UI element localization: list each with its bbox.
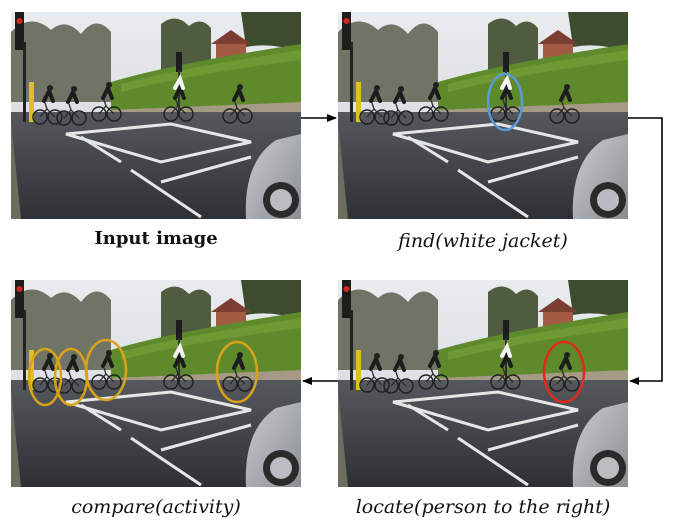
input-image-panel <box>11 12 301 219</box>
caption-locate: locate(person to the right) <box>355 496 611 518</box>
highlight-ellipse-cyclist-3 <box>84 338 128 402</box>
highlight-ellipse-cyclist-1 <box>27 347 63 407</box>
caption-find: find(white jacket) <box>398 230 568 252</box>
highlight-ellipse-cyclist-4 <box>215 340 259 404</box>
caption-compare: compare(activity) <box>71 496 241 518</box>
street-scene-image <box>11 280 301 487</box>
street-scene-image <box>338 12 628 219</box>
street-scene-image <box>338 280 628 487</box>
highlight-ellipse-person-right <box>542 340 586 404</box>
find-panel <box>338 12 628 219</box>
locate-panel <box>338 280 628 487</box>
caption-input-image: Input image <box>94 228 218 249</box>
highlight-ellipse-white-jacket <box>486 72 524 132</box>
compare-panel <box>11 280 301 487</box>
arrow-find-to-locate <box>628 117 663 385</box>
